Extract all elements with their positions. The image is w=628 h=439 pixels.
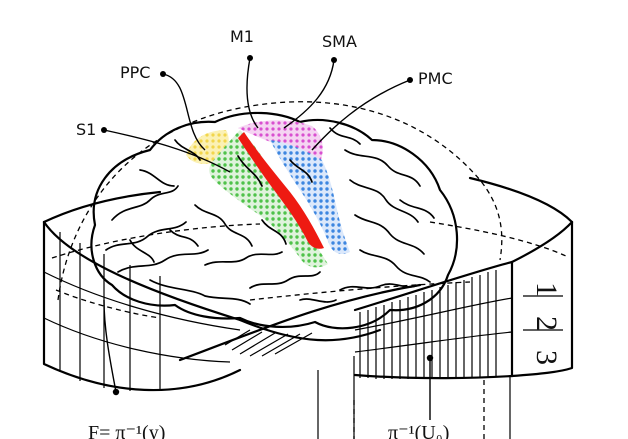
band-number-2: 2	[530, 316, 563, 331]
formula-preimage: π⁻¹(U₀)	[388, 422, 449, 439]
fiber-band: 1 2 3	[42, 176, 574, 392]
region-labels: M1 SMA PPC PMC S1	[76, 27, 453, 173]
pmc-region	[270, 140, 350, 254]
label-sma: SMA	[322, 32, 357, 51]
right-hatching	[354, 270, 513, 379]
label-m1: M1	[230, 27, 254, 46]
twist-hatching	[224, 329, 313, 357]
m1-stripe	[238, 132, 324, 249]
formula-fiber: F= π⁻¹(y)	[88, 422, 165, 439]
label-ppc: PPC	[120, 63, 150, 82]
band-number-1: 1	[530, 282, 563, 297]
gyri	[105, 127, 435, 305]
band-number-3: 3	[530, 350, 563, 365]
projection	[103, 299, 511, 439]
brain	[90, 111, 459, 330]
label-s1: S1	[76, 120, 96, 139]
s1-region	[209, 130, 328, 268]
brain-outline	[90, 111, 459, 330]
label-pmc: PMC	[418, 69, 453, 88]
dashed-dome	[57, 101, 503, 301]
